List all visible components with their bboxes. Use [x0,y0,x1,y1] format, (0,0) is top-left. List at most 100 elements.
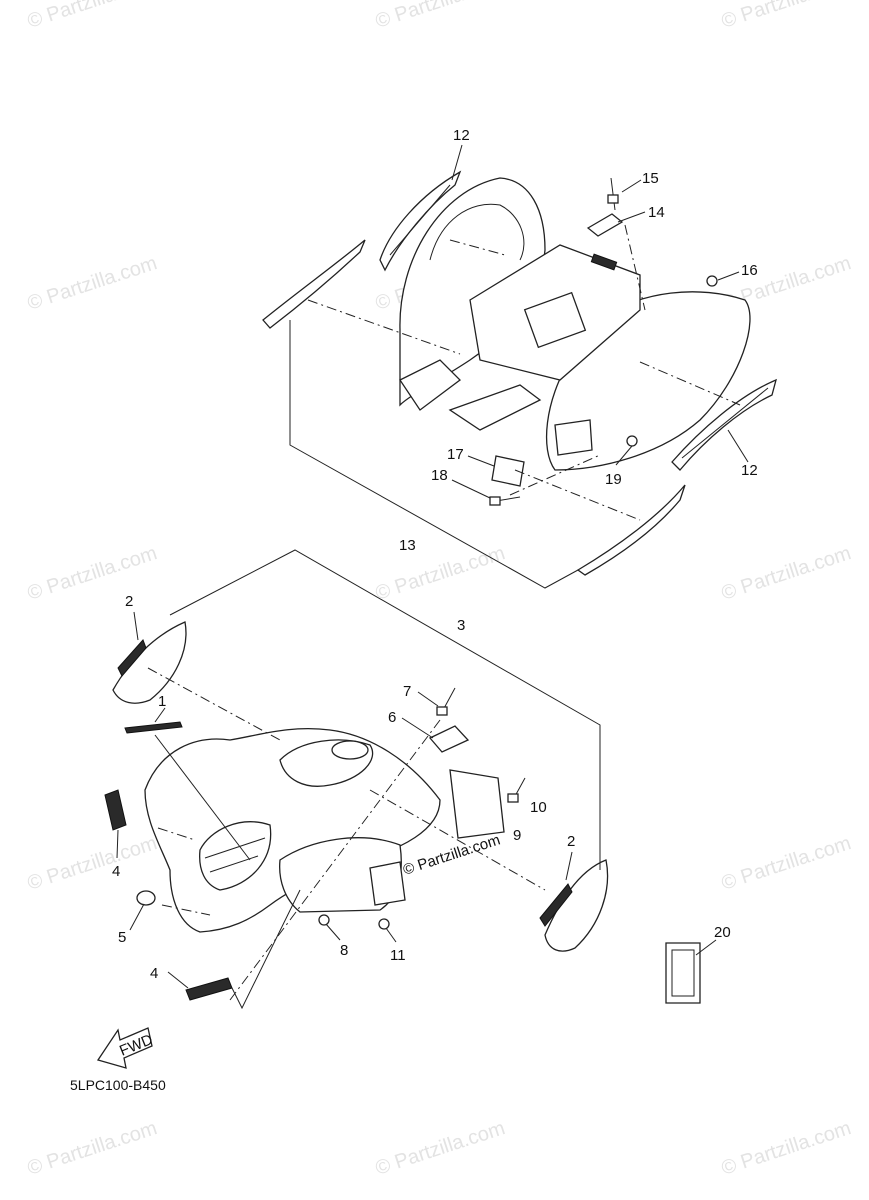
front-decal-2-stripe [117,639,147,677]
rear-right-lower-decal-13 [576,484,686,576]
bolt-10-head [507,793,519,803]
leader-4b [167,971,189,989]
bracket-4-lower [231,889,301,1010]
callout-15: 15 [642,170,659,187]
watermark: © Partzilla.com [25,1117,160,1180]
callout-3: 3 [457,617,465,634]
centerline-rear-2 [639,361,741,406]
callout-17: 17 [447,446,464,463]
watermark: © Partzilla.com [719,0,854,33]
centerline-front-4 [229,719,441,1001]
callout-6: 6 [388,709,396,726]
grille-line-1 [204,837,266,859]
decal-pattern [389,184,451,256]
panel-plate-6 [428,725,470,753]
callout-1: 1 [158,693,166,710]
callout-labels: 12 15 14 16 17 18 19 12 13 3 2 1 7 6 10 … [112,127,758,982]
watermark: © Partzilla.com [25,0,160,33]
side-panel-plate [369,861,406,906]
watermark: © Partzilla.com [25,542,160,605]
callout-19: 19 [605,471,622,488]
warning-label-20 [665,942,701,1004]
leader-4a [116,829,119,859]
centerline-rear-4 [449,239,506,256]
watermark: © Partzilla.com [25,832,160,895]
grommet-19 [626,435,638,447]
front-cap-5 [136,890,156,906]
fastener-group-front [318,687,526,930]
leader-20 [695,939,717,956]
centerline-rear-3 [514,469,641,521]
diagram-reference-code: 5LPC100-B450 [70,1077,166,1093]
leader-14 [617,211,646,223]
watermark: © Partzilla.com [719,832,854,895]
rear-leader-lines [289,144,749,589]
leader-5 [129,903,145,931]
warning-label-20-inner [671,949,695,997]
grommet-11 [378,918,390,930]
watermark: © Partzilla.com [719,1117,854,1180]
bolt-15-head [607,194,619,204]
bolt-15 [610,177,616,211]
callout-12-top: 12 [453,127,470,144]
callout-14: 14 [648,204,665,221]
fender-label-14 [586,213,624,237]
bolt-7-head [436,706,448,716]
leader-16 [717,271,740,281]
plate-bracket-17 [491,455,525,487]
callout-13: 13 [399,537,416,554]
reflector-4-upper [104,789,127,831]
centerline-front-2 [369,789,546,891]
fuel-cap-recess [331,740,369,760]
leader-8 [325,923,341,941]
rear-fender-assembly [399,177,751,471]
callout-5: 5 [118,929,126,946]
callout-4-lower: 4 [150,965,158,982]
watermark-center: © Partzilla.com [401,831,502,878]
callout-10: 10 [530,799,547,816]
centerline-rear-6 [509,454,601,496]
watermark-layer: © Partzilla.com © Partzilla.com © Partzi… [25,0,854,1180]
bolt-18-head [489,496,501,506]
leader-15 [621,179,642,193]
front-emblem-1 [124,721,183,734]
centerline-front-5 [157,827,196,841]
watermark: © Partzilla.com [373,1117,508,1180]
callout-18: 18 [431,467,448,484]
callout-4-upper: 4 [112,863,120,880]
callout-2-left: 2 [125,593,133,610]
callout-2-right: 2 [567,833,575,850]
rear-fender-emblem [590,253,618,271]
grommet-16 [706,275,718,287]
centerline-front-3 [161,904,211,916]
bracket-13 [289,320,579,589]
leader-1 [154,707,166,723]
centerline-rear-5 [624,224,646,311]
leader-19 [615,445,633,466]
leader-2b [565,851,573,881]
leader-17 [467,455,495,467]
watermark: © Partzilla.com [719,542,854,605]
leader-7 [417,691,439,707]
leader-12a [451,144,463,181]
fwd-arrow-icon: FWD [96,1027,155,1069]
leader-2a [133,611,139,641]
rear-fender-left-inner-line [429,203,525,261]
front-fender-assembly [144,727,441,933]
watermark: © Partzilla.com [373,542,508,605]
rear-fender-lower-left [399,359,461,411]
centerline-rear-1 [307,299,461,355]
callout-12-right: 12 [741,462,758,479]
grommet-8 [318,914,330,926]
callout-20: 20 [714,924,731,941]
leader-12b [727,429,749,463]
reflector-4-lower [185,977,233,1001]
callout-7: 7 [403,683,411,700]
watermark: © Partzilla.com [25,252,160,315]
leader-18 [451,479,491,499]
fwd-label: FWD [117,1031,155,1060]
front-grille-area [199,821,272,891]
callout-9: 9 [513,827,521,844]
grille-line-2 [209,855,259,873]
